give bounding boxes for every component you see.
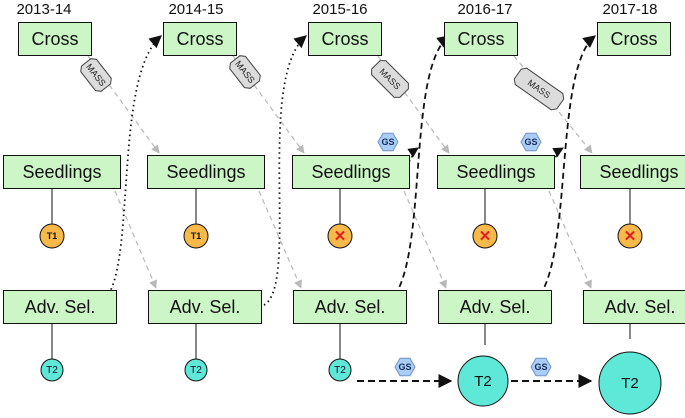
year-header: 2017-18 xyxy=(602,1,658,18)
gs-badge-seedlings-2016-hex xyxy=(520,132,542,152)
gs-badge-t2-2016-hex xyxy=(530,357,552,377)
t2-circle xyxy=(40,358,64,382)
mass-tag-2013: MASS xyxy=(80,58,112,92)
gray-seedlings-to-adv-arrow xyxy=(548,190,592,289)
seedlings-box: Seedlings xyxy=(292,155,410,189)
t2-circle xyxy=(184,358,208,382)
cross-box: Cross xyxy=(18,22,92,56)
year-header: 2013-14 xyxy=(16,1,72,18)
dotted-adv-to-cross-2014-arrow xyxy=(97,35,162,305)
mass-tag-2015: MASS xyxy=(371,60,409,98)
t1-circle xyxy=(617,223,643,249)
mass-tag-2016-shape xyxy=(513,67,565,111)
mass-tag-2013-shape xyxy=(80,58,112,92)
dashed-adv-to-cross-2017-arrow xyxy=(532,35,596,304)
adv-sel-box: Adv. Sel. xyxy=(438,290,552,324)
t2-large-circle xyxy=(598,351,662,415)
t1-circle xyxy=(39,223,65,249)
t2-circle xyxy=(328,358,352,382)
cross-box: Cross xyxy=(444,22,518,56)
gs-badge-t2-2015-hex xyxy=(394,357,416,377)
adv-sel-box: Adv. Sel. xyxy=(583,290,685,324)
seedlings-box: Seedlings xyxy=(437,155,555,189)
t2-large-circle xyxy=(457,355,509,407)
t1-circle xyxy=(472,223,498,249)
gray-seedlings-to-adv-arrow xyxy=(258,190,302,289)
year-header: 2016-17 xyxy=(457,1,513,18)
gray-seedlings-to-adv-arrow xyxy=(403,190,447,289)
mass-tag-2016: MASS xyxy=(513,67,565,111)
seedlings-box: Seedlings xyxy=(580,155,685,189)
year-header: 2014-15 xyxy=(168,1,224,18)
adv-sel-box: Adv. Sel. xyxy=(148,290,262,324)
seedlings-box: Seedlings xyxy=(147,155,265,189)
cross-box: Cross xyxy=(163,22,237,56)
adv-sel-box: Adv. Sel. xyxy=(293,290,407,324)
t1-circle xyxy=(327,223,353,249)
gs-badge-seedlings-2015-hex xyxy=(377,132,399,152)
mass-tag-2014-shape xyxy=(229,55,261,89)
dotted-adv-to-cross-2015-arrow xyxy=(263,35,307,306)
seedlings-box: Seedlings xyxy=(3,155,121,189)
t1-circle xyxy=(183,223,209,249)
mass-tag-2014: MASS xyxy=(229,55,261,89)
adv-sel-box: Adv. Sel. xyxy=(3,290,117,324)
cross-box: Cross xyxy=(597,22,671,56)
dashed-adv-to-cross-2016-arrow xyxy=(387,35,450,304)
year-header: 2015-16 xyxy=(312,1,368,18)
cross-box: Cross xyxy=(308,22,382,56)
mass-tag-2015-shape xyxy=(371,60,409,98)
